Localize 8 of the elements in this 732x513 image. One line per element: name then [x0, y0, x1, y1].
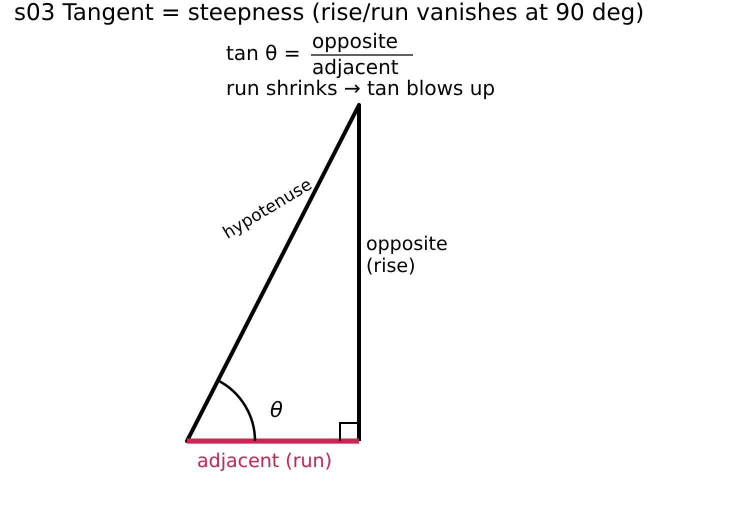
side-label: opposite (rise) — [366, 234, 449, 278]
formula-label: tan θ = — [226, 42, 300, 65]
note-text: run shrinks → tan blows up — [226, 77, 496, 100]
angle-label: θ — [270, 398, 283, 422]
fraction-denominator: adjacent — [312, 56, 399, 79]
side-label: adjacent (run) — [197, 451, 332, 473]
title: s03 Tangent = steepness (rise/run vanishes at 90 deg) — [14, 0, 644, 26]
fraction-numerator: opposite — [312, 30, 398, 53]
